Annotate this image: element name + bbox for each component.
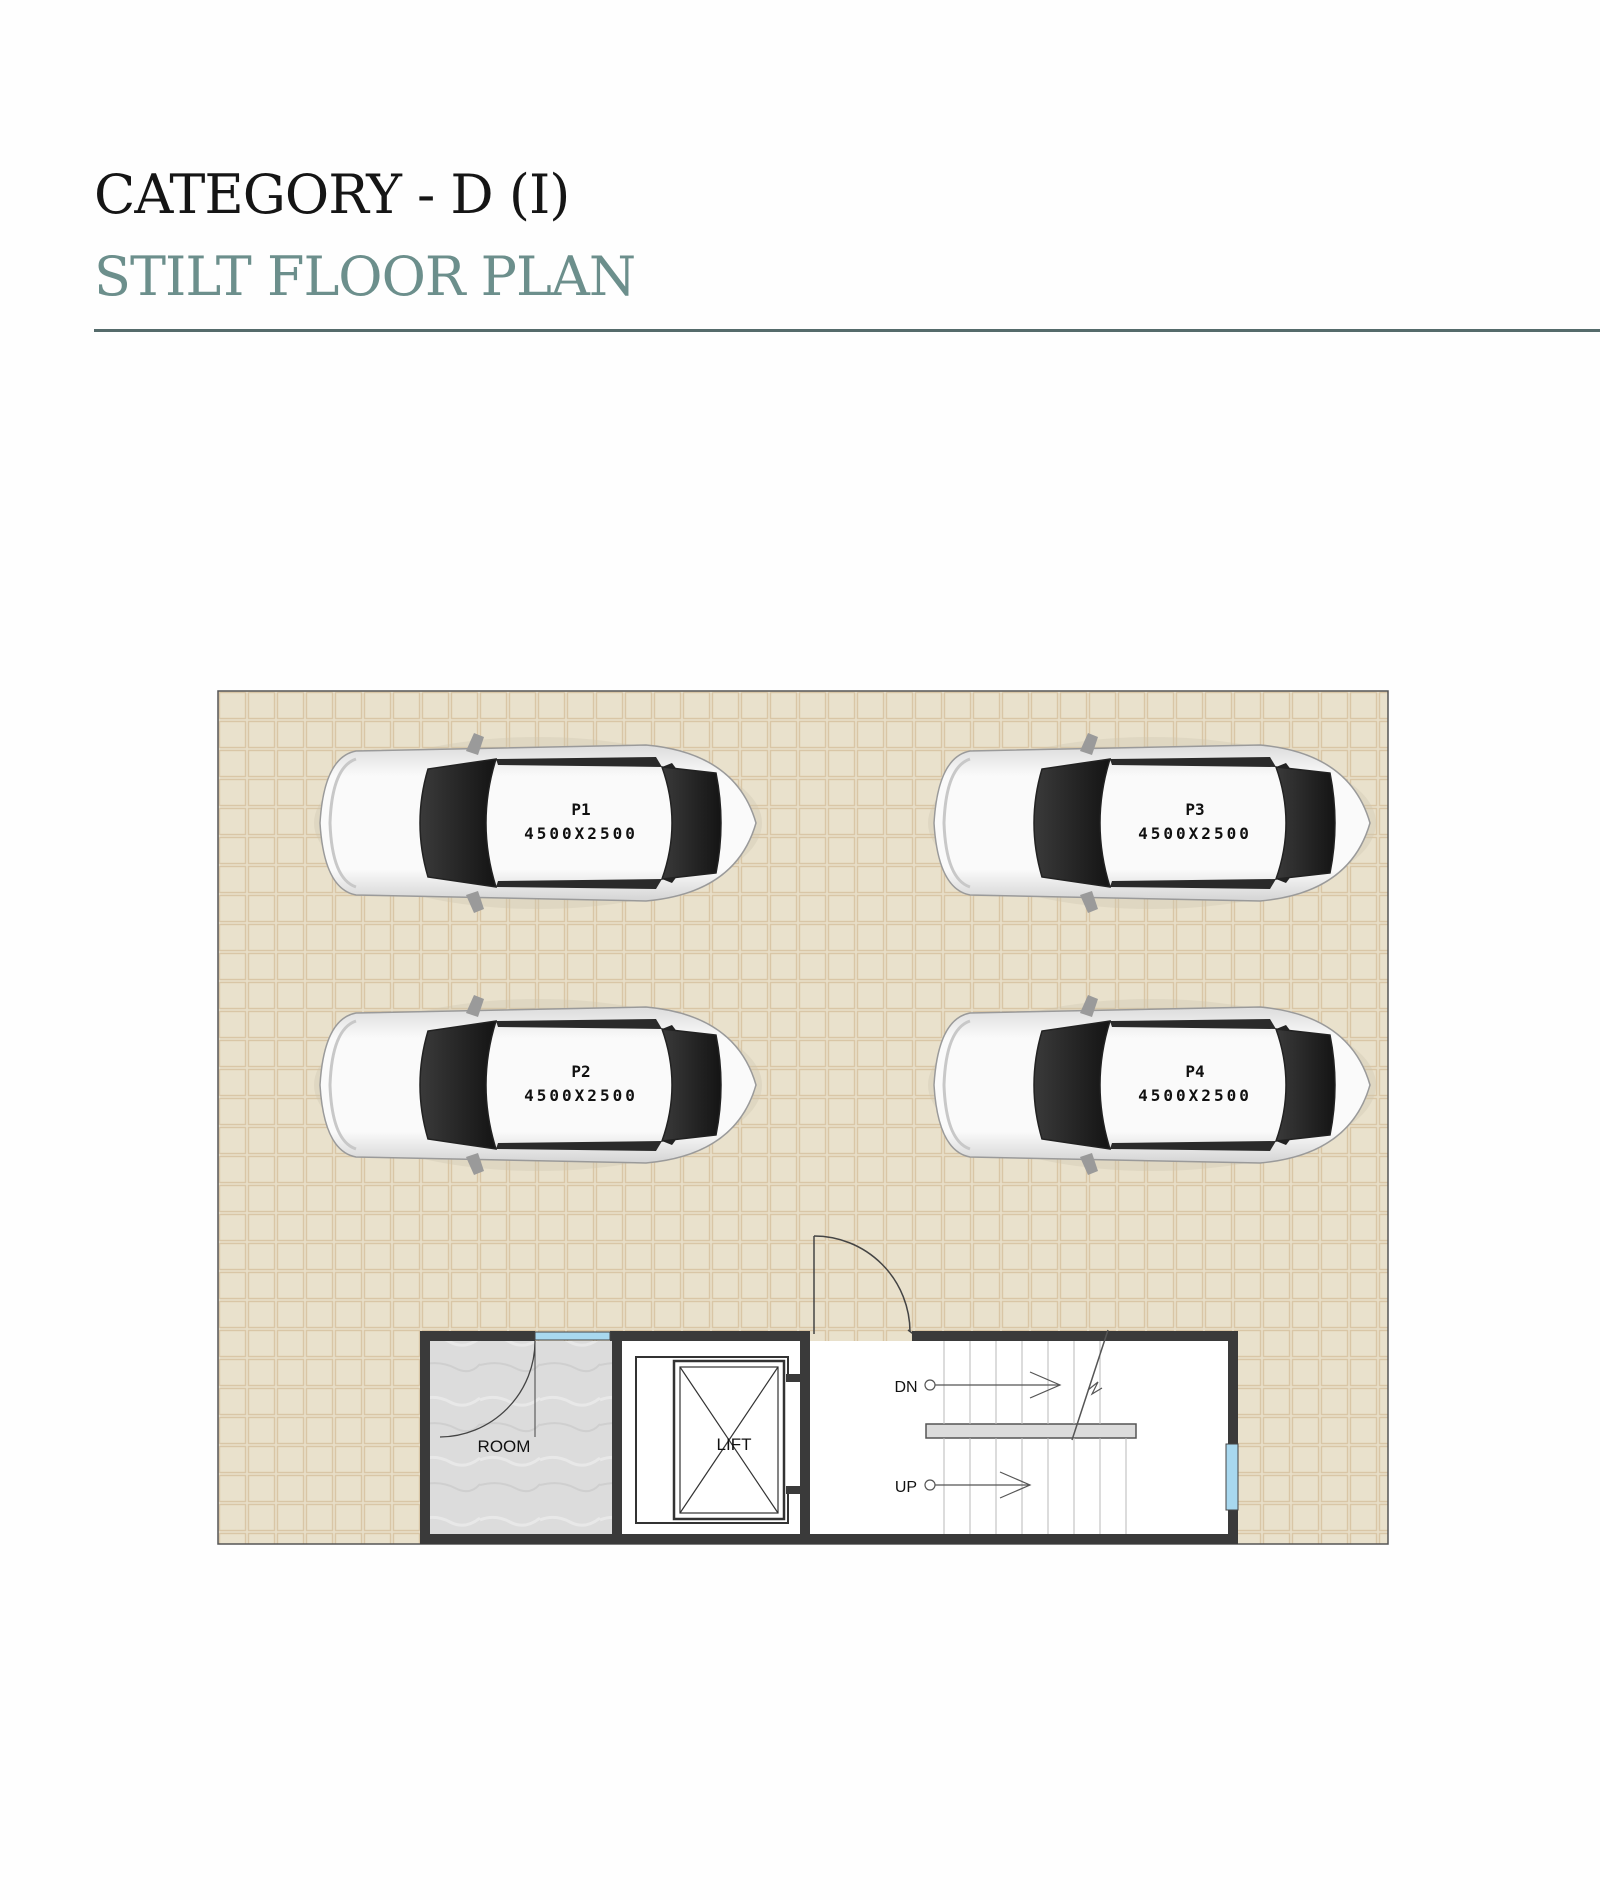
parking-size: 4500X2500	[524, 1086, 638, 1105]
lift-label: LIFT	[717, 1435, 752, 1454]
staircase	[810, 1329, 1239, 1534]
page-subtitle: STILT FLOOR PLAN	[94, 245, 636, 308]
lift-shaft	[622, 1341, 800, 1534]
page-title: CATEGORY - D (I)	[94, 163, 570, 226]
parking-id: P3	[1185, 800, 1204, 819]
stair-down-label: DN	[894, 1379, 917, 1396]
core-walls	[420, 1331, 1238, 1544]
parked-car-2: P3 4500X2500	[928, 733, 1376, 913]
header-divider	[94, 329, 1600, 332]
room-space	[430, 1331, 612, 1534]
parked-car-1: P1 4500X2500	[314, 733, 762, 913]
parked-car-4: P4 4500X2500	[928, 995, 1376, 1175]
parking-size: 4500X2500	[1138, 824, 1252, 843]
parking-id: P4	[1185, 1062, 1204, 1081]
parking-size: 4500X2500	[524, 824, 638, 843]
parking-id: P1	[571, 800, 590, 819]
parking-size: 4500X2500	[1138, 1086, 1252, 1105]
room-label: ROOM	[478, 1437, 531, 1456]
parking-id: P2	[571, 1062, 590, 1081]
cars-layer: P14500X2500P34500X2500P24500X2500P44500X…	[314, 733, 1376, 1175]
stair-up-label: UP	[895, 1479, 917, 1496]
parked-car-3: P2 4500X2500	[314, 995, 762, 1175]
